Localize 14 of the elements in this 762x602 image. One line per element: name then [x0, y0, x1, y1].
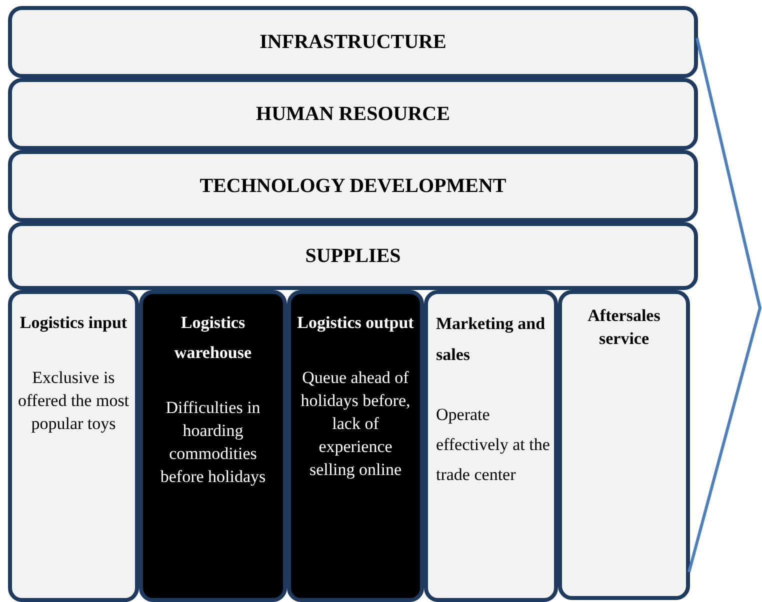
activity-description: Operate effectively at the trade center [435, 404, 550, 486]
activity-description: Difficulties in hoarding commodities before holidays [159, 397, 267, 488]
activity-title: SUPPLIES [305, 244, 401, 269]
activity-title: Marketing and sales [435, 313, 546, 366]
activity-title: Logistics warehouse [173, 312, 253, 364]
activity-band [8, 6, 698, 78]
activity-title: Aftersales service [586, 305, 662, 350]
activity-title: TECHNOLOGY DEVELOPMENT [200, 174, 506, 199]
activity-description: Exclusive is offered the most popular toys [16, 367, 130, 435]
activity-title: INFRASTRUCTURE [260, 30, 446, 55]
activity-description: Queue ahead of holidays before, lack of experience selling online [300, 367, 412, 481]
activity-title: Logistics input [18, 312, 128, 334]
activity-title: HUMAN RESOURCE [256, 102, 450, 127]
activity-title: Logistics output [296, 312, 415, 334]
